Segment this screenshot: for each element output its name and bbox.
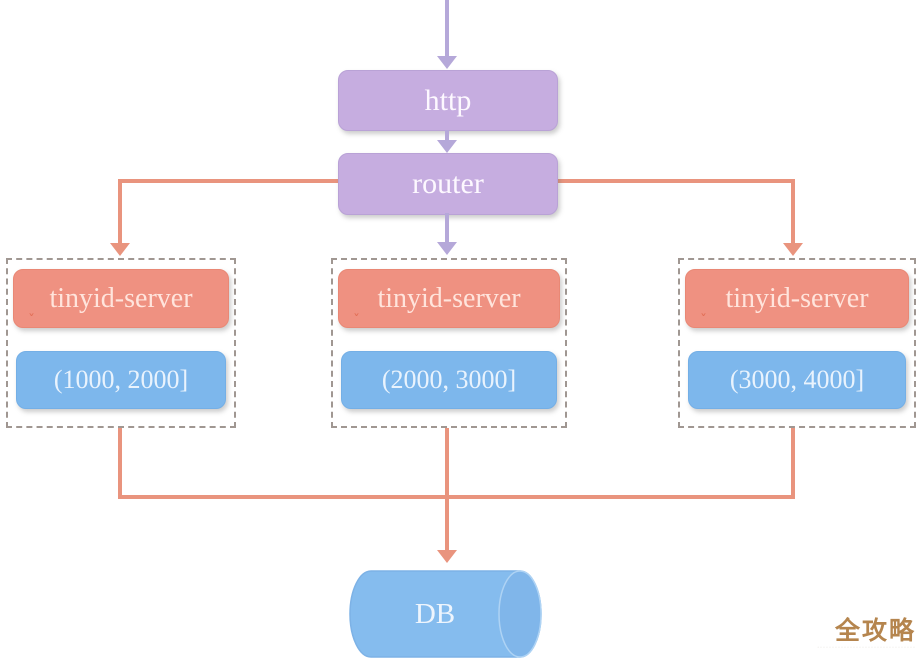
watermark-text: 全攻略 [834, 616, 916, 645]
arrowhead-middle-server [437, 242, 457, 255]
node-db-label: DB [414, 597, 456, 630]
edge-router-right-horizontal [556, 179, 795, 183]
edge-left-down [118, 428, 122, 499]
server-label-1: tinyid-server [49, 282, 193, 314]
server-group-2: tinyid-server ˇ (2000, 3000] [331, 258, 567, 428]
range-box-3: (3000, 4000] [688, 351, 906, 409]
edge-incoming-http [445, 0, 449, 58]
arrowhead-incoming-http [437, 56, 457, 69]
edge-router-left-horizontal [118, 179, 340, 183]
server-box-2: tinyid-server ˇ [338, 269, 560, 328]
caret-artifact-3: ˇ [700, 313, 707, 329]
arrowhead-db [437, 550, 457, 563]
arrowhead-http-router [437, 140, 457, 153]
server-group-3: tinyid-server ˇ (3000, 4000] [678, 258, 916, 428]
range-box-1: (1000, 2000] [16, 351, 226, 409]
edge-router-left-vertical [118, 179, 122, 245]
node-router: router [338, 153, 558, 215]
db-cylinder-shape [349, 570, 542, 658]
server-label-2: tinyid-server [377, 282, 521, 314]
watermark-subtext: ································· [817, 645, 916, 651]
server-box-3: tinyid-server ˇ [685, 269, 909, 328]
node-db: DB [347, 570, 543, 660]
edge-right-down [791, 428, 795, 499]
node-router-label: router [412, 167, 484, 200]
caret-artifact-2: ˇ [353, 313, 360, 329]
range-label-2: (2000, 3000] [381, 365, 517, 394]
server-group-1: tinyid-server ˇ (1000, 2000] [6, 258, 236, 428]
arrowhead-left-server [110, 243, 130, 256]
node-http-label: http [424, 83, 472, 117]
range-box-2: (2000, 3000] [341, 351, 557, 409]
edge-bottom-bus [118, 495, 795, 499]
arrowhead-right-server [783, 243, 803, 256]
edge-router-middle [445, 213, 449, 243]
edge-http-router [445, 130, 449, 142]
server-box-1: tinyid-server ˇ [13, 269, 229, 328]
range-label-3: (3000, 4000] [729, 365, 865, 394]
watermark: 全攻略 ································· [817, 617, 916, 652]
edge-router-right-vertical [791, 179, 795, 245]
node-http: http [338, 70, 558, 131]
caret-artifact-1: ˇ [28, 313, 35, 329]
edge-middle-db [445, 428, 449, 552]
range-label-1: (1000, 2000] [53, 365, 189, 394]
server-label-3: tinyid-server [725, 282, 869, 314]
